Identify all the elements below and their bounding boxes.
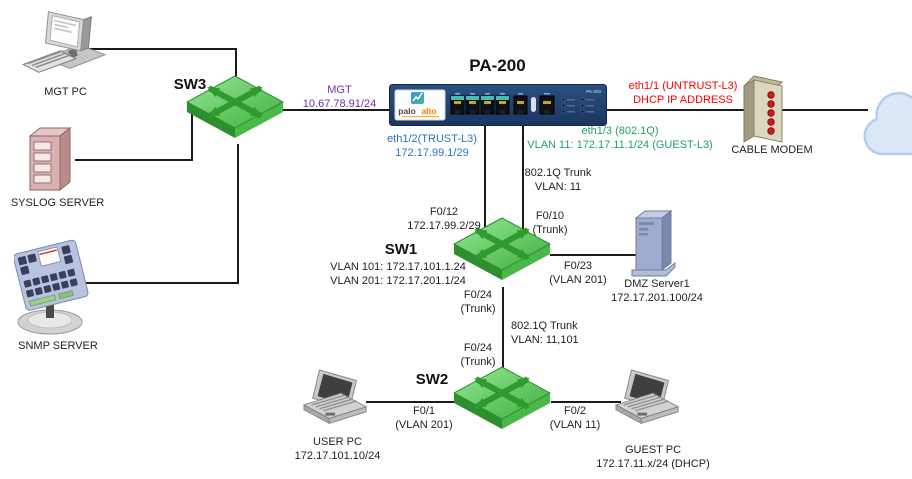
- user-pc-node: [300, 368, 374, 436]
- sw1-node: [452, 214, 554, 292]
- ethernet-ports-icon: [450, 93, 555, 115]
- link-sw3-pa200: [280, 109, 392, 111]
- tower-server-icon: [631, 209, 676, 277]
- link-mgtpc-sw3-h: [88, 48, 236, 50]
- link-syslog-sw3-v: [191, 113, 193, 161]
- switch-icon: [185, 75, 287, 138]
- link-modem-cloud: [780, 109, 868, 111]
- dmz-server-label: DMZ Server1 172.17.201.100/24: [611, 278, 703, 305]
- guest-pc-node: [612, 368, 686, 436]
- eth1-2-trust-label: eth1/2(TRUST-L3) 172.17.99.1/29: [387, 133, 477, 160]
- sw2-title: SW2: [415, 371, 449, 388]
- guest-pc-label: GUEST PC 172.17.11.x/24 (DHCP): [596, 444, 710, 471]
- snmp-server-node: [13, 238, 94, 338]
- f0-12-label: F0/12 172.17.99.2/29: [407, 206, 481, 233]
- link-sw1-dmz: [550, 254, 638, 256]
- cable-modem-node: [738, 68, 786, 146]
- mgt-port-label: MGT 10.67.78.91/24: [302, 84, 377, 111]
- cable-modem-icon: [742, 75, 784, 143]
- laptop-icon: [302, 369, 368, 425]
- laptop-icon: [614, 369, 680, 425]
- usb-port-icon: [531, 97, 536, 112]
- internet-cloud-node: [854, 58, 912, 176]
- f0-2-label: F0/2 (VLAN 11): [549, 405, 601, 432]
- link-pa200-sw1-guest: [522, 125, 524, 231]
- link-pa200-modem: [605, 109, 746, 111]
- tower-server-icon: [28, 126, 72, 192]
- switch-icon: [452, 217, 554, 280]
- f0-1-label: F0/1 (VLAN 201): [395, 405, 453, 432]
- console-workstation-icon: [13, 239, 89, 335]
- trunk-sw1-sw2-label: 802.1Q Trunk VLAN: 11,101: [511, 320, 579, 347]
- status-leds-icon: [561, 97, 594, 114]
- eth1-3-guest-label: eth1/3 (802.1Q) VLAN 11: 172.17.11.1/24 …: [527, 125, 713, 152]
- link-pa200-sw1-trust: [484, 125, 486, 229]
- sw1-vlan-label: VLAN 101: 172.17.101.1.24 VLAN 201: 172.…: [330, 261, 466, 288]
- syslog-server-node: [24, 124, 82, 198]
- pa200-model-tag: PA-200: [586, 89, 601, 94]
- sw2-node: [452, 363, 554, 441]
- internet-cloud-icon: [863, 91, 912, 156]
- user-pc-label: USER PC 172.17.101.10/24: [294, 436, 381, 463]
- link-mgtpc-sw3-v: [235, 48, 237, 82]
- pa200-title: PA-200: [469, 56, 526, 75]
- link-sw2-userpc: [366, 401, 454, 403]
- snmp-server-label: SNMP SERVER: [18, 340, 98, 352]
- palo-logo-text: palo: [398, 106, 415, 116]
- switch-icon: [452, 366, 554, 429]
- link-snmp-sw3-v: [237, 144, 239, 284]
- f0-23-label: F0/23 (VLAN 201): [549, 260, 607, 287]
- f0-10-label: F0/10 (Trunk): [532, 210, 568, 237]
- sw3-title: SW3: [173, 76, 207, 93]
- link-sw2-guestpc: [551, 401, 621, 403]
- trunk-pa-sw1-label: 802.1Q Trunk VLAN: 11: [524, 167, 592, 194]
- f0-24-sw2-label: F0/24 (Trunk): [460, 342, 496, 369]
- link-snmp-sw3-h: [83, 282, 239, 284]
- sw3-node: [185, 72, 287, 150]
- link-sw1-sw2: [502, 287, 504, 369]
- f0-24-sw1-label: F0/24 (Trunk): [460, 289, 496, 316]
- syslog-server-label: SYSLOG SERVER: [10, 197, 105, 209]
- link-syslog-sw3-h: [75, 159, 192, 161]
- cable-modem-label: CABLE MODEM: [731, 144, 813, 156]
- mgt-pc-node: [20, 4, 115, 84]
- pa200-node: palo alto: [389, 84, 607, 126]
- mgt-pc-label: MGT PC: [44, 86, 87, 98]
- sw1-title: SW1: [384, 241, 418, 258]
- eth1-1-untrust-label: eth1/1 (UNTRUST-L3) DHCP IP ADDRESS: [628, 80, 738, 107]
- alto-logo-text: alto: [421, 106, 436, 116]
- desktop-pc-icon: [21, 11, 107, 73]
- pa200-appliance-icon: palo alto: [389, 84, 607, 126]
- dmz-server-node: [628, 206, 682, 282]
